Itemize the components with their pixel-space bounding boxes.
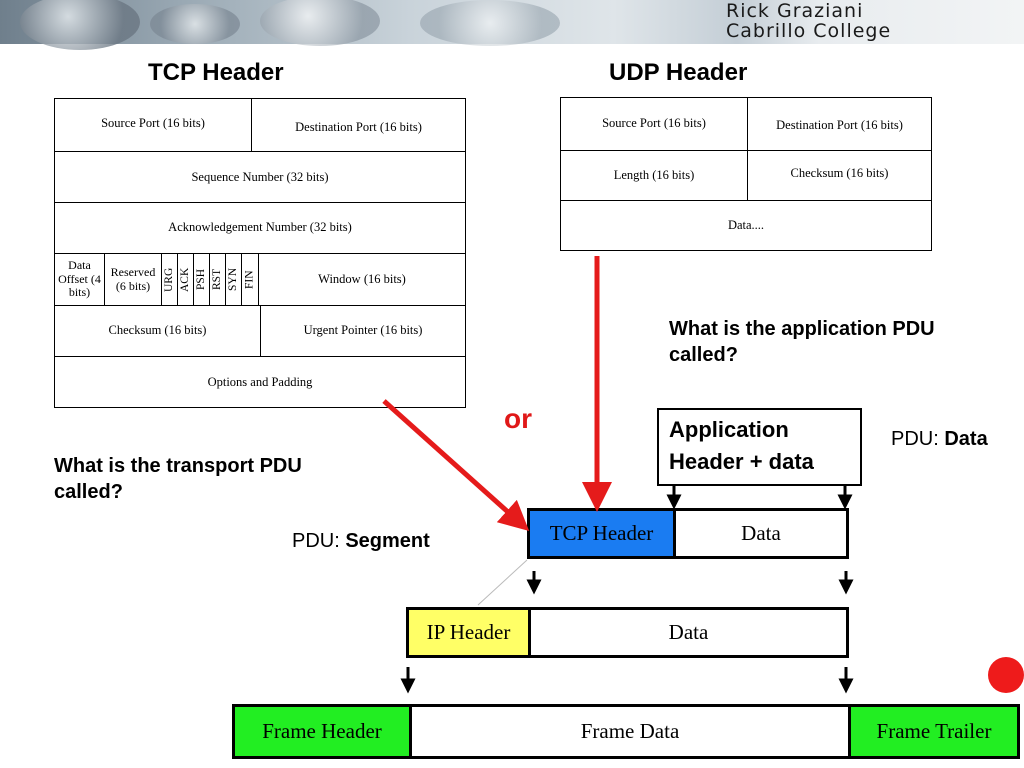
transport-pdu-question: What is the transport PDU called? [54,455,302,503]
tcp-urgent-pointer: Urgent Pointer (16 bits) [303,322,423,337]
tcp-header-table: Source Port (16 bits) Destination Port (… [54,98,466,408]
author-name: Rick Graziani [726,0,864,22]
pdu-data-label: PDU: Data [891,428,988,451]
tcp-destination-port: Destination Port (16 bits) [295,119,422,134]
pdu-segment-value: Segment [345,530,430,552]
tcp-options-padding: Options and Padding [207,374,313,389]
frame-trailer: Frame Trailer [848,704,1020,759]
red-arrow-tcp-icon [382,399,530,532]
udp-header-table: Source Port (16 bits) Destination Port (… [560,97,932,251]
tcp-header-title: TCP Header [148,59,284,86]
tcp-window: Window (16 bits) [318,272,406,287]
pdu-segment-label: PDU: Segment [292,530,430,553]
tcp-ack-number: Acknowledgement Number (32 bits) [168,219,352,234]
author-college: Cabrillo College [726,20,892,42]
frame-data: Frame Data [409,704,851,759]
application-pdu-question: What is the application PDU called? [669,318,935,366]
segment-data: Data [673,508,849,559]
guide-line-seg [477,559,528,606]
red-dot-marker [988,657,1024,693]
udp-data: Data.... [727,218,765,233]
frame-header: Frame Header [232,704,412,759]
tcp-sequence-number: Sequence Number (32 bits) [191,169,329,184]
tcp-reserved: Reserved (6 bits) [110,264,156,293]
pdu-data-value: Data [944,428,988,450]
segment-tcp-header: TCP Header [527,508,676,559]
pdu-segment-prefix: PDU: [292,530,346,552]
packet-data: Data [528,607,849,658]
application-header-data-box: Application Header + data [657,408,862,486]
tcp-data-offset: Data Offset (4 bits) [58,257,101,300]
packet-ip-header: IP Header [406,607,531,658]
tcp-source-port: Source Port (16 bits) [101,115,205,130]
header-banner: Rick Graziani Cabrillo College [0,0,1024,50]
udp-length: Length (16 bits) [613,168,695,183]
udp-checksum: Checksum (16 bits) [790,166,889,181]
udp-header-title: UDP Header [609,59,748,86]
udp-destination-port: Destination Port (16 bits) [776,117,903,132]
udp-source-port: Source Port (16 bits) [602,115,706,130]
app-box-line2: Header + data [669,448,814,474]
tcp-checksum: Checksum (16 bits) [108,322,207,337]
pdu-data-prefix: PDU: [891,428,945,450]
or-label: or [504,403,532,434]
app-box-line1: Application [669,417,789,442]
